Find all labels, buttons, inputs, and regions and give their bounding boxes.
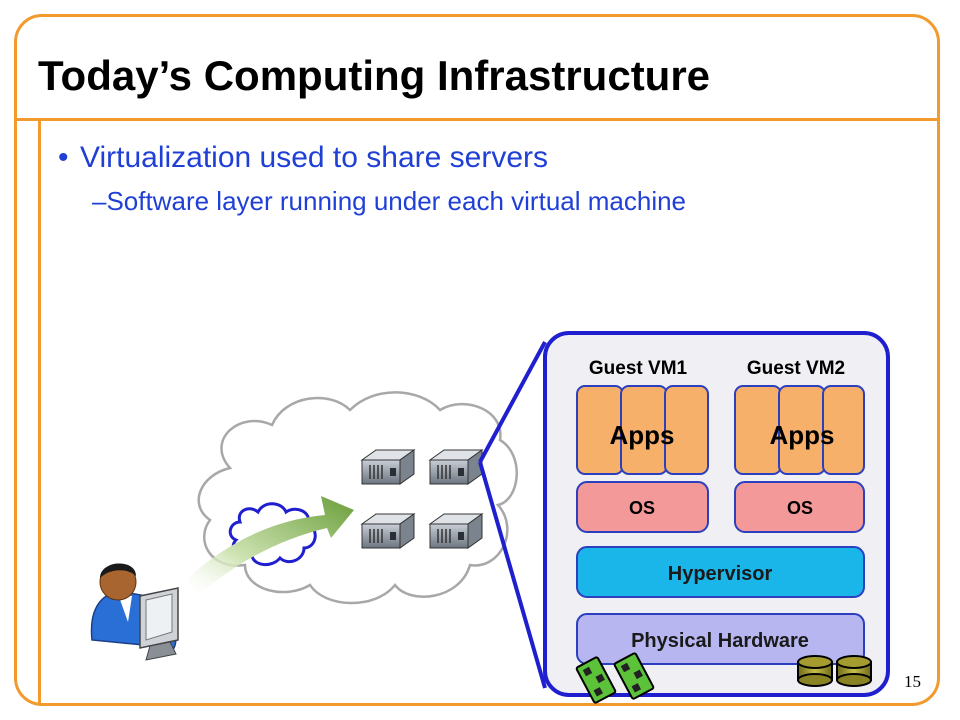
- request-arrow-icon: [188, 496, 354, 598]
- os-label-vm2: OS: [787, 498, 813, 518]
- slide-frame: [14, 14, 940, 706]
- zoom-callout-line: [478, 461, 547, 689]
- user-at-computer-icon: [90, 563, 179, 661]
- apps-label-vm2: Apps: [770, 420, 835, 450]
- apps-label-vm1: Apps: [610, 420, 675, 450]
- zoom-callout-line: [478, 341, 547, 463]
- bullet-2-text: Software layer running under each virtua…: [106, 186, 687, 216]
- title-divider: [17, 118, 938, 121]
- disk-icon: [797, 655, 833, 687]
- slide-title: Today’s Computing Infrastructure: [38, 52, 711, 99]
- bullet-level-2: –Software layer running under each virtu…: [92, 184, 686, 218]
- disk-icon: [836, 655, 872, 687]
- server-icon: [361, 513, 415, 549]
- apps-block-vm1: Apps: [576, 385, 709, 475]
- page-number: 15: [904, 672, 921, 691]
- bullet-level-1: • Virtualization used to share servers: [58, 138, 548, 178]
- cloud-icon: [197, 391, 518, 605]
- os-label-vm1: OS: [629, 498, 655, 518]
- os-block-vm2: [734, 481, 865, 533]
- bullet-1-text: Virtualization used to share servers: [80, 141, 549, 174]
- server-icon: [429, 449, 483, 485]
- guest-vm2-label: Guest VM2: [747, 358, 845, 379]
- server-icon: [361, 449, 415, 485]
- os-block-vm1: [576, 481, 709, 533]
- physical-hardware-layer: [576, 613, 865, 665]
- apps-block-vm2: Apps: [734, 385, 865, 475]
- hypervisor-layer: [576, 546, 865, 598]
- hypervisor-label: Hypervisor: [668, 563, 773, 585]
- guest-vm1-label: Guest VM1: [589, 358, 688, 379]
- dash-icon: –: [92, 186, 107, 216]
- server-icon: [429, 513, 483, 549]
- bullet-dot-icon: •: [58, 141, 69, 174]
- physical-hardware-label: Physical Hardware: [631, 630, 809, 652]
- left-margin-line: [38, 121, 41, 703]
